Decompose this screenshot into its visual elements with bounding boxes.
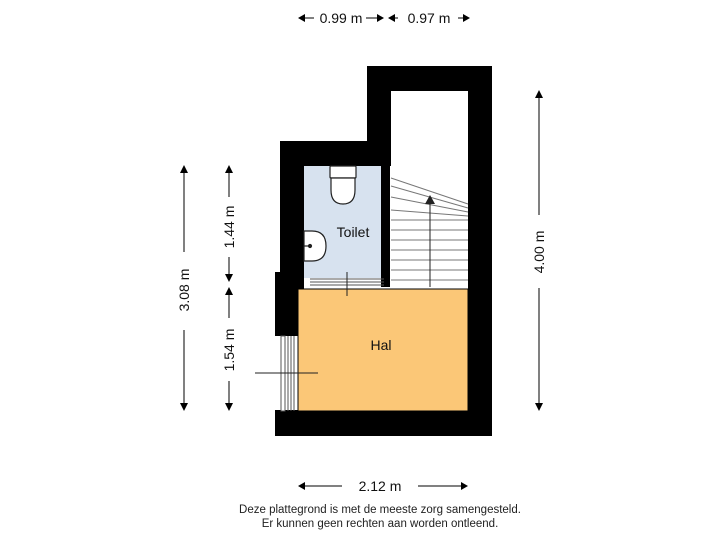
dimension-bottom bbox=[298, 482, 468, 490]
disclaimer-line-2: Er kunnen geen rechten aan worden ontlee… bbox=[261, 518, 499, 530]
disclaimer-line-1: Deze plattegrond is met de meeste zorg s… bbox=[239, 504, 521, 516]
dimension-left-upper-label: 1.44 m bbox=[221, 206, 237, 249]
toilet-bowl-icon bbox=[329, 165, 357, 205]
walls bbox=[275, 66, 492, 436]
dimension-right-label: 4.00 m bbox=[531, 231, 547, 274]
hal-label: Hal bbox=[370, 337, 391, 353]
disclaimer: Deze plattegrond is met de meeste zorg s… bbox=[10, 503, 720, 531]
dimension-top-right: 0.97 m bbox=[408, 10, 451, 26]
stair-direction-arrow-icon bbox=[425, 195, 435, 287]
wall-left-hal bbox=[275, 272, 298, 336]
dimension-left-upper bbox=[225, 165, 233, 282]
washbasin-icon bbox=[303, 230, 327, 262]
dimension-top bbox=[298, 14, 470, 22]
dimension-left-total-label: 3.08 m bbox=[176, 269, 192, 312]
wall-right bbox=[468, 66, 492, 436]
entrance-door bbox=[255, 335, 318, 412]
dimension-left-total bbox=[180, 165, 188, 411]
dimension-left-lower-label: 1.54 m bbox=[221, 329, 237, 372]
dimension-top-left: 0.99 m bbox=[320, 10, 363, 26]
dimension-right bbox=[535, 90, 543, 411]
dimension-left-lower bbox=[225, 287, 233, 411]
wall-bottom bbox=[275, 411, 492, 436]
toilet-label: Toilet bbox=[337, 224, 370, 240]
wall-left-toilet bbox=[280, 141, 304, 289]
hal-floor bbox=[297, 288, 469, 412]
toilet-door-threshold bbox=[310, 272, 384, 296]
dimension-bottom-label: 2.12 m bbox=[359, 478, 402, 494]
wall-toilet-stair-divider bbox=[381, 166, 390, 287]
